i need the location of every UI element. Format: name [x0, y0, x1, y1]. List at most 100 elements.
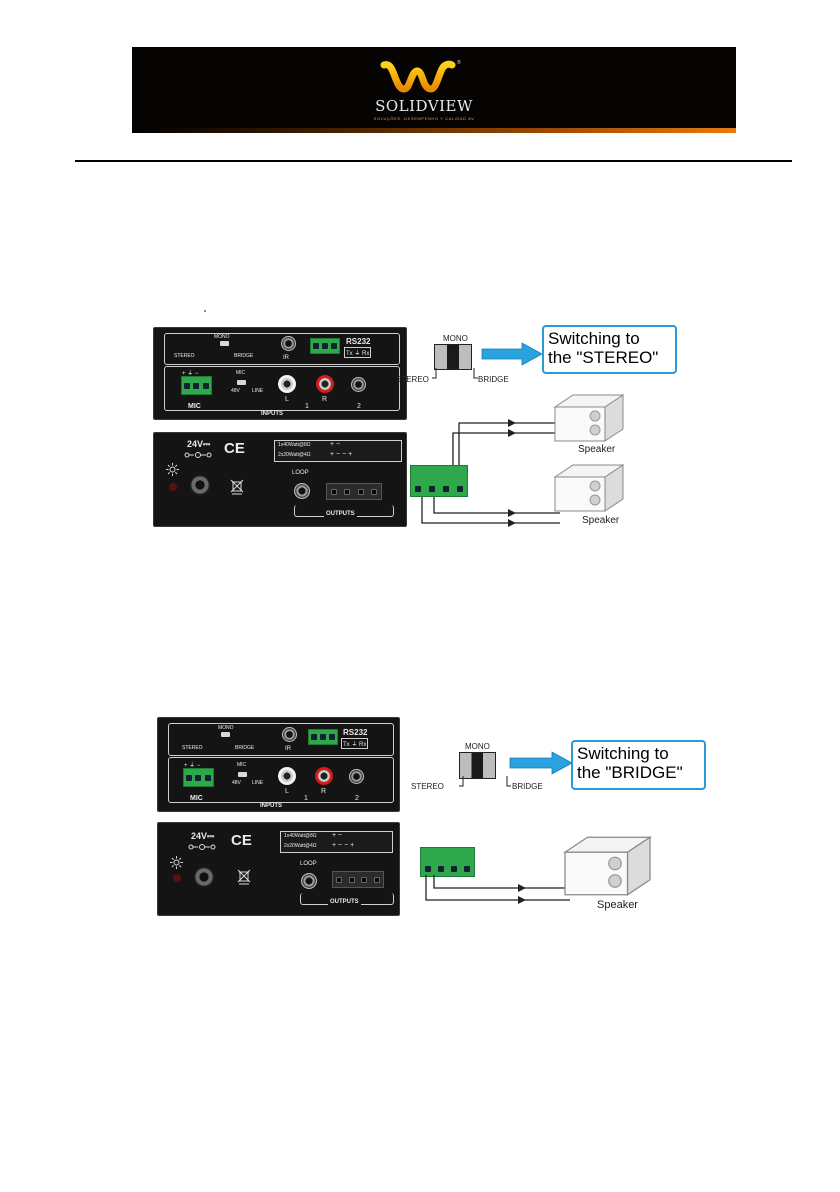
label-ir: IR	[283, 355, 289, 361]
banner-accent-stripe	[132, 128, 736, 133]
label-mic-signs: + ⏚ −	[184, 763, 201, 769]
label-r: R	[321, 788, 327, 795]
label-watt1: 1x40Watt@8Ω	[284, 833, 317, 839]
mic-terminal	[183, 768, 214, 787]
label-watt1-signs: + −	[330, 441, 341, 448]
mic-terminal	[181, 376, 212, 395]
diag-switch-brackets	[432, 368, 478, 379]
label-r: R	[322, 396, 328, 403]
label-mic-switch: MIC	[237, 762, 247, 768]
rear-panel: 24V⎓ CE 1x40Watt@8Ω 2x20Watt@4Ω + − + − …	[153, 432, 407, 527]
label-ce: CE	[224, 440, 245, 457]
front-panel: MONO STEREO BRIDGE IR RS232 Tx ⏚ Rx + ⏚ …	[157, 717, 400, 812]
label-inputs: INPUTS	[258, 803, 285, 809]
speaker-icon	[553, 394, 625, 442]
label-ir: IR	[285, 746, 291, 752]
label-bridge: BRIDGE	[235, 745, 255, 751]
diag-label-mono: MONO	[443, 334, 468, 343]
label-inputs: INPUTS	[259, 411, 286, 417]
label-l: L	[285, 788, 289, 795]
label-48v: 48V	[232, 780, 241, 786]
rca-right-jack	[315, 767, 333, 785]
rca-left-jack	[278, 767, 296, 785]
callout-bridge: Switching to the "BRIDGE"	[571, 740, 706, 790]
rs232-terminal	[310, 338, 340, 354]
callout-stereo: Switching to the "STEREO"	[542, 325, 677, 374]
label-mic-switch: MIC	[236, 370, 246, 376]
speaker-icon	[553, 464, 625, 512]
label-bridge: BRIDGE	[234, 353, 254, 359]
label-loop: LOOP	[300, 861, 317, 867]
header-rule	[75, 160, 792, 162]
outputs-terminal	[326, 483, 382, 500]
diag-label-bridge: BRIDGE	[478, 375, 509, 384]
rs232-terminal	[308, 729, 338, 745]
label-watt2-signs: + − − +	[330, 451, 353, 458]
label-outputs: OUTPUTS	[328, 899, 361, 905]
sun-icon	[170, 856, 183, 869]
label-stereo: STEREO	[182, 745, 203, 751]
mic-line-switch	[238, 772, 247, 777]
top-frame	[164, 333, 400, 365]
label-48v: 48V	[231, 388, 240, 394]
speaker-label-1: Speaker	[578, 444, 616, 455]
label-power: 24V⎓	[187, 439, 211, 449]
diag-switch-brackets	[459, 776, 511, 787]
loop-jack	[301, 873, 317, 889]
label-watt2: 2x20Watt@4Ω	[284, 843, 317, 849]
callout-line1: Switching to	[577, 744, 669, 763]
top-frame	[168, 723, 394, 756]
rca-left-jack	[278, 375, 296, 393]
callout-line2: the "BRIDGE"	[577, 763, 683, 782]
aux-jack	[351, 377, 366, 392]
aux-jack	[349, 769, 364, 784]
label-rs232: RS232	[346, 337, 371, 346]
label-l: L	[285, 396, 289, 403]
stereo-wiring	[421, 419, 560, 527]
inputs-frame	[168, 757, 394, 803]
front-panel: MONO STEREO BRIDGE IR RS232 Tx ⏚ Rx + ⏚ …	[153, 327, 407, 420]
label-mic-signs: + ⏚ −	[182, 371, 199, 377]
dc-power-jack	[190, 475, 210, 495]
label-tx-rx: Tx ⏚ Rx	[341, 738, 369, 749]
label-in1: 1	[305, 403, 309, 410]
watt-table	[274, 440, 402, 462]
mic-line-switch	[237, 380, 246, 385]
rca-right-jack	[316, 375, 334, 393]
label-power: 24V⎓	[191, 831, 215, 841]
diag-switch	[434, 344, 472, 370]
bridge-wiring	[425, 875, 570, 904]
callout-line1: Switching to	[548, 329, 640, 348]
loop-jack	[294, 483, 310, 499]
rear-panel: 24V⎓ CE 1x40Watt@8Ω 2x20Watt@4Ω + − + − …	[157, 822, 400, 916]
power-led	[169, 483, 177, 491]
diag-label-stereo: STEREO	[411, 782, 444, 791]
label-ce: CE	[231, 832, 252, 849]
dc-polarity-icon	[188, 844, 216, 850]
sun-icon	[166, 463, 179, 476]
label-in1: 1	[304, 795, 308, 802]
label-watt1: 1x40Watt@8Ω	[278, 442, 311, 448]
label-loop: LOOP	[292, 470, 309, 476]
mode-switch	[221, 732, 230, 737]
label-line: LINE	[252, 780, 264, 786]
label-mic: MIC	[190, 795, 203, 802]
label-in2: 2	[355, 795, 359, 802]
label-mono: MONO	[214, 334, 230, 340]
crossed-bin-icon	[230, 479, 244, 495]
label-mic: MIC	[188, 403, 201, 410]
outputs-terminal	[332, 871, 384, 888]
label-watt2-signs: + − − +	[332, 842, 355, 849]
label-outputs: OUTPUTS	[324, 511, 357, 517]
label-mono: MONO	[218, 725, 234, 731]
inputs-frame	[164, 366, 400, 411]
watt-table	[280, 831, 393, 853]
logo-registered: ®	[457, 60, 461, 66]
blue-arrow-icon	[481, 342, 543, 366]
label-tx-rx: Tx ⏚ Rx	[344, 347, 372, 358]
diag-label-stereo: STEREO	[396, 375, 429, 384]
label-line: LINE	[252, 388, 264, 394]
label-watt1-signs: + −	[332, 832, 343, 839]
power-led	[173, 874, 181, 882]
wiring-terminal	[410, 465, 468, 497]
